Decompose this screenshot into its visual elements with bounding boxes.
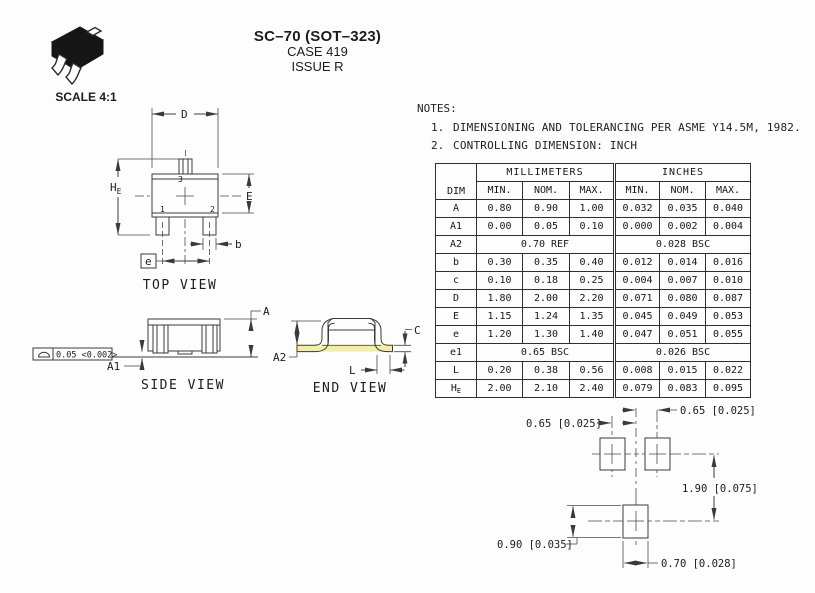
flatness-tolerance: 0.05 <0.002> [56, 351, 117, 361]
note-text: CONTROLLING DIMENSION: INCH [453, 139, 638, 152]
table-row: L 0.20 0.38 0.56 0.008 0.015 0.022 [435, 361, 751, 380]
page-title: SC–70 (SOT–323) [253, 28, 382, 45]
issue-revision: ISSUE R [291, 59, 344, 74]
table-cell: 0.083 [659, 379, 706, 398]
end-view: A2 C L END VIEW [273, 318, 421, 396]
top-view: D HE E [110, 108, 254, 293]
table-row: b 0.30 0.35 0.40 0.012 0.014 0.016 [435, 253, 751, 272]
pad-dim-pad-width: 0.70 [0.028] [661, 558, 737, 570]
seating-highlight-band [296, 345, 393, 352]
pad-dim-pitch-right: 0.65 [0.025] [680, 405, 756, 417]
table-row: HE 2.00 2.10 2.40 0.079 0.083 0.095 [435, 379, 751, 398]
table-row: A1 0.00 0.05 0.10 0.000 0.002 0.004 [435, 217, 751, 236]
scale-label: SCALE 4:1 [55, 90, 117, 104]
note-number: 2. [431, 139, 445, 152]
dim-label-L: L [349, 364, 356, 377]
dim-label-A1: A1 [107, 360, 120, 373]
pin-number-2: 2 [210, 205, 215, 214]
side-view: 0.05 <0.002> A1 A SIDE VIEW [32, 305, 270, 393]
end-body-outline [327, 318, 376, 346]
case-number: CASE 419 [287, 44, 348, 59]
end-lead-right [368, 318, 393, 353]
pin3-lead [178, 158, 193, 175]
pad-dim-row-spacing: 1.90 [0.075] [682, 483, 758, 495]
pad-dim-pitch-left: 0.65 [0.025] [526, 418, 602, 430]
pin-number-1: 1 [160, 205, 165, 214]
seating-plane-symbol-icon [37, 351, 51, 358]
basic-dim-box [140, 253, 157, 269]
note-number: 1. [431, 121, 445, 134]
dim-label-e: e [145, 255, 152, 268]
note-item: 2. CONTROLLING DIMENSION: INCH [417, 139, 801, 152]
notes-heading: NOTES: [417, 102, 457, 115]
note-item: 1. DIMENSIONING AND TOLERANCING PER ASME… [417, 121, 801, 134]
table-cell: HE [435, 379, 477, 398]
title-block: SC–70 (SOT–323) CASE 419 ISSUE R [225, 28, 410, 74]
pad-layout: 0.65 [0.025] 0.65 [0.025] 1.90 [0.075] 0… [497, 405, 758, 570]
table-row: E 1.15 1.24 1.35 0.045 0.049 0.053 [435, 307, 751, 326]
note-text: DIMENSIONING AND TOLERANCING PER ASME Y1… [453, 121, 801, 134]
notes-block: NOTES: 1. DIMENSIONING AND TOLERANCING P… [417, 102, 801, 157]
table-cell: 2.40 [569, 379, 615, 398]
pad-dim-pad-height: 0.90 [0.035] [497, 539, 573, 551]
dim-label-A2: A2 [273, 351, 286, 364]
view-title-top: TOP VIEW [143, 278, 218, 293]
dim-label-A: A [263, 305, 270, 318]
table-row: D 1.80 2.00 2.20 0.071 0.080 0.087 [435, 289, 751, 308]
dim-label-b: b [235, 238, 242, 251]
table-row: e 1.20 1.30 1.40 0.047 0.051 0.055 [435, 325, 751, 344]
dim-label-E: E [246, 190, 253, 203]
pin-number-3: 3 [178, 175, 183, 184]
view-title-end: END VIEW [313, 381, 388, 396]
table-cell: 0.095 [705, 379, 751, 398]
table-row: c 0.10 0.18 0.25 0.004 0.007 0.010 [435, 271, 751, 290]
solder-pad [622, 504, 649, 539]
package-3d-icon [50, 26, 104, 86]
dim-label-D: D [181, 108, 188, 121]
dimension-table: DIM MILLIMETERS INCHES MIN. NOM. MAX. MI… [435, 163, 751, 398]
col-header-dim: DIM [435, 163, 477, 200]
table-row: DIM MILLIMETERS INCHES [435, 163, 751, 200]
dim-label-HE: HE [110, 181, 122, 196]
dim-label-C: C [414, 324, 421, 337]
view-title-side: SIDE VIEW [141, 378, 225, 393]
